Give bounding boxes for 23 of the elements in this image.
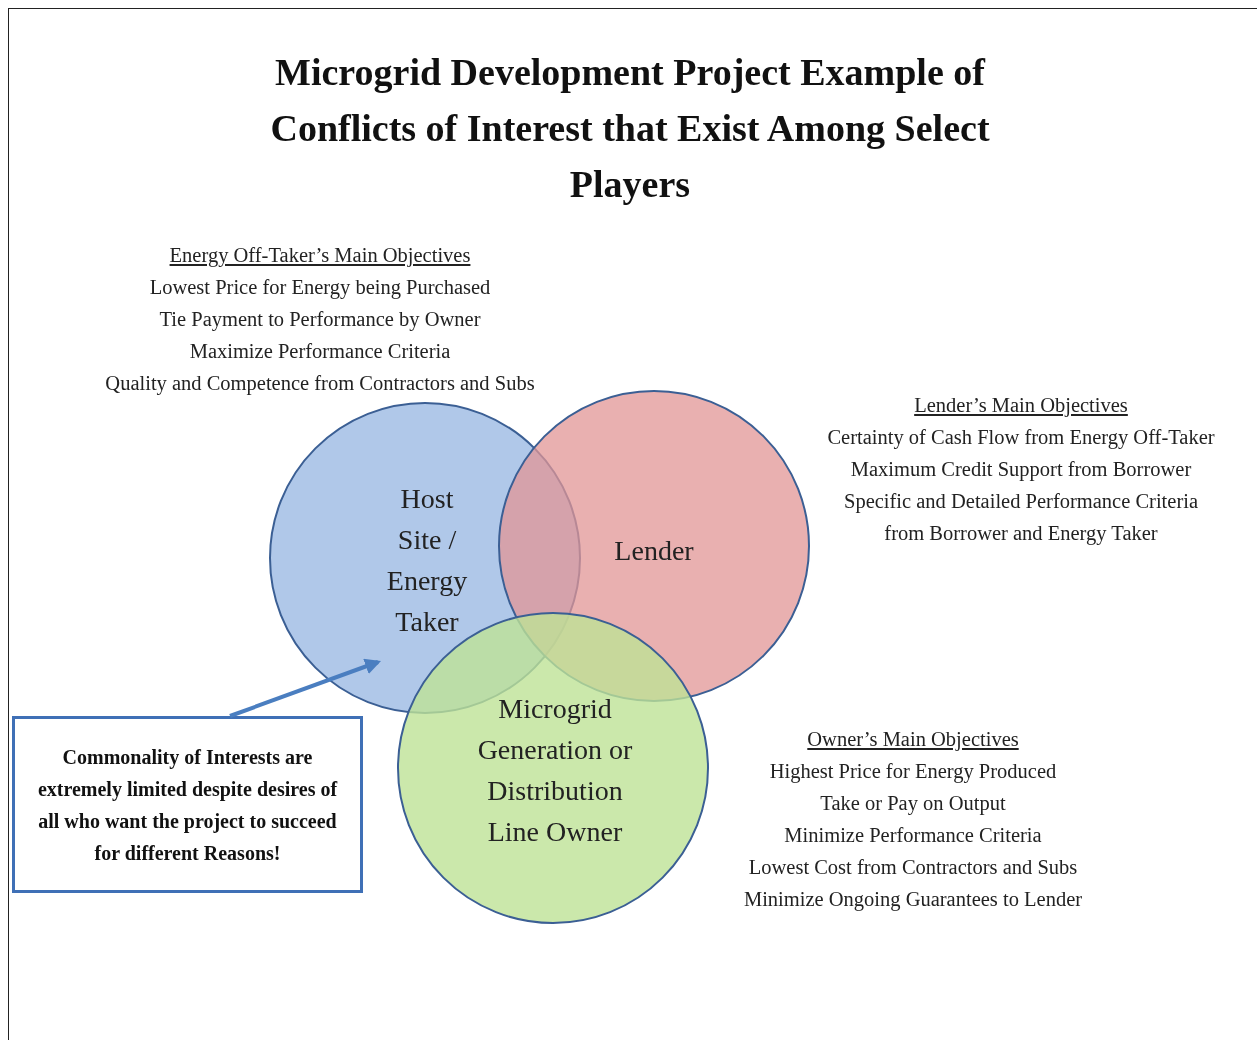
objective-text: Minimize Performance Criteria — [784, 824, 1042, 847]
objective-text: Minimize Ongoing Guarantees to Lender — [743, 888, 1083, 911]
circle-label: Microgrid Generation or Distribution Line Owner — [476, 692, 634, 849]
objective-text: Take or Pay on Output — [820, 792, 1006, 815]
objectives-heading: Energy Off-Taker’s Main Objectives — [169, 244, 471, 267]
circle-label: Host Site / Energy Taker — [385, 482, 469, 639]
callout-box — [12, 716, 363, 893]
arrow — [229, 658, 381, 718]
objective-text: Maximize Performance Criteria — [189, 340, 451, 363]
objective-text: Specific and Detailed Performance Criteria — [844, 490, 1198, 513]
title: Microgrid Development Project Example of Conflicts of Interest that Exist Among Select Players — [269, 50, 991, 207]
callout-text: Commonality of Interests are extremely limited despite desires of all who want the project to succeed for different Reasons! — [36, 744, 339, 866]
objective-text: Quality and Competence from Contractors and Subs — [105, 372, 535, 395]
objective-text: Maximum Credit Support from Borrower — [850, 458, 1192, 481]
circle-label: Lender — [613, 533, 695, 568]
objectives-heading: Lender’s Main Objectives — [914, 394, 1128, 417]
objective-text: Tie Payment to Performance by Owner — [159, 308, 481, 331]
objective-text: Lowest Cost from Contractors and Subs — [748, 856, 1078, 879]
objectives-heading: Owner’s Main Objectives — [807, 728, 1019, 751]
objective-text: Highest Price for Energy Produced — [769, 760, 1057, 783]
objective-text: Certainty of Cash Flow from Energy Off-Taker — [827, 426, 1215, 449]
objective-text: Lowest Price for Energy being Purchased — [149, 276, 491, 299]
objective-text: from Borrower and Energy Taker — [884, 522, 1158, 545]
